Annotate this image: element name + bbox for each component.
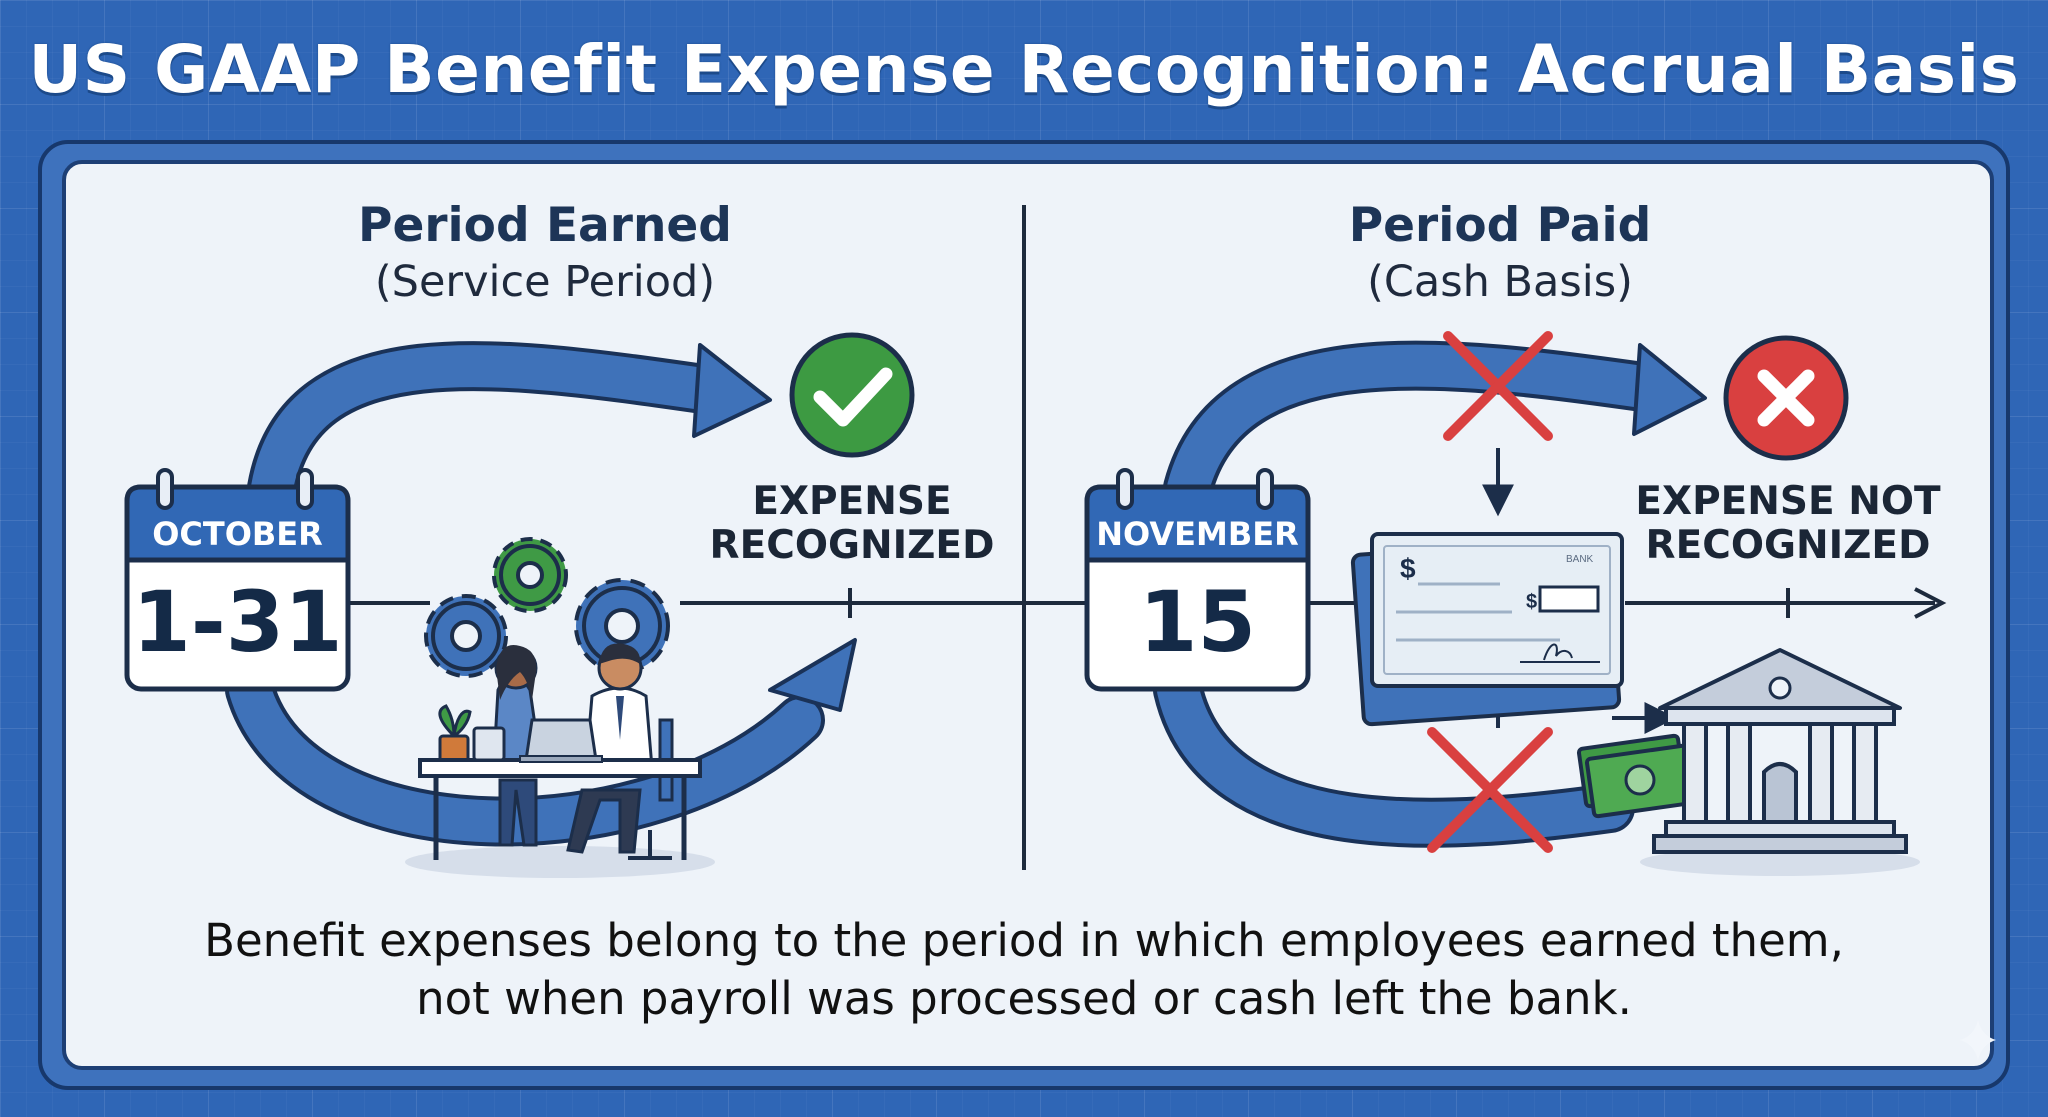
period-earned-heading: Period Earned (Service Period) (300, 198, 790, 310)
sparkle-icon (1960, 1020, 1996, 1060)
october-calendar-icon (124, 468, 351, 692)
earned-top-arrow (247, 341, 772, 513)
paid-top-arrow (1163, 340, 1707, 513)
cross-mark-icon (1443, 331, 1553, 441)
november-day: 15 (1139, 573, 1256, 671)
diagram-panel (62, 160, 1994, 1070)
cheque-bank-label: BANK (1566, 554, 1594, 565)
plant-icon (438, 704, 472, 764)
period-paid-heading: Period Paid (Cash Basis) (1240, 198, 1760, 310)
period-paid-title: Period Paid (1348, 198, 1652, 253)
team-working-illustration (405, 537, 715, 878)
gear-icon (424, 594, 508, 678)
gear-icon (574, 578, 670, 674)
paid-bottom-arrow (1153, 665, 1635, 848)
caption-line1: Benefit expenses belong to the period in… (204, 914, 1844, 967)
expense-not-recognized-label: EXPENSE NOT RECOGNIZED (1630, 480, 1946, 568)
november-month-label: NOVEMBER (1096, 515, 1299, 553)
check-icon (789, 332, 915, 458)
period-earned-title: Period Earned (358, 198, 732, 253)
tablet-icon (472, 726, 506, 762)
expense-recognized-label: EXPENSE RECOGNIZED (700, 480, 1004, 568)
cheque-icon: $ $ BANK (1350, 532, 1624, 727)
earned-bottom-arrow (225, 638, 857, 847)
expense-not-recognized-line2: RECOGNIZED (1645, 523, 1931, 568)
october-day-range: 1-31 (132, 573, 343, 671)
expense-recognized-line2: RECOGNIZED (709, 523, 995, 568)
gear-icon (492, 537, 568, 613)
period-paid-subtitle: (Cash Basis) (1367, 257, 1633, 307)
laptop-icon (519, 718, 603, 763)
period-earned-subtitle: (Service Period) (374, 257, 716, 307)
cheque-amount-sign: $ (1526, 591, 1537, 613)
x-icon (1723, 335, 1849, 461)
bank-icon (1640, 648, 1920, 876)
cash-icon (1576, 733, 1696, 819)
october-month-label: OCTOBER (152, 515, 323, 553)
expense-recognized-line1: EXPENSE (752, 479, 952, 524)
cheque-dollar-sign: $ (1400, 553, 1416, 584)
diagram-caption: Benefit expenses belong to the period in… (150, 912, 1898, 1028)
expense-not-recognized-line1: EXPENSE NOT (1635, 479, 1941, 524)
caption-line2: not when payroll was processed or cash l… (416, 972, 1632, 1025)
timeline (345, 587, 1947, 619)
man-figure (566, 643, 654, 854)
cross-mark-icon (1427, 727, 1553, 853)
page-title: US GAAP Benefit Expense Recognition: Acc… (28, 31, 2020, 108)
november-calendar-icon (1084, 468, 1311, 692)
